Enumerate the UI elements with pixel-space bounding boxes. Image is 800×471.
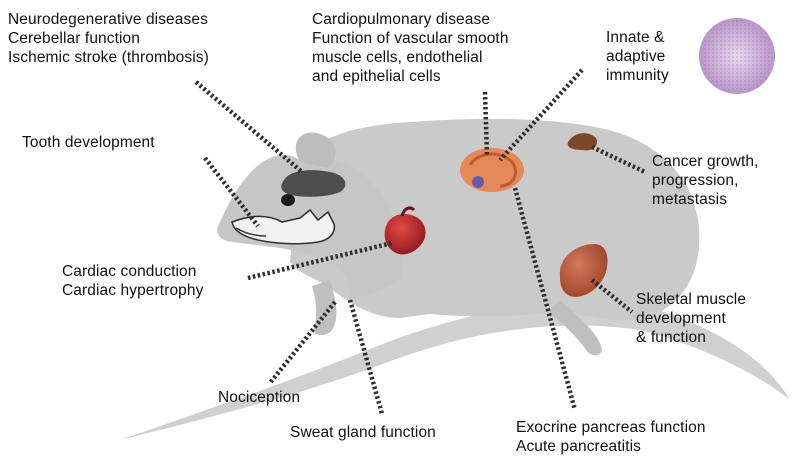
label-tooth: Tooth development — [22, 133, 155, 152]
leader-immunity — [498, 68, 584, 162]
leader-nociception — [268, 300, 337, 385]
label-line: Nociception — [218, 389, 301, 406]
label-line: Innate & — [606, 29, 665, 46]
label-line: metastasis — [652, 191, 728, 208]
label-sweat-gland: Sweat gland function — [290, 423, 436, 442]
label-line: Cardiac conduction — [62, 263, 197, 280]
label-line: progression, — [652, 172, 739, 189]
label-line: Cardiac hypertrophy — [62, 282, 204, 299]
label-line: Tooth development — [22, 134, 155, 151]
intestine-detail — [472, 176, 484, 188]
label-skeletal: Skeletal muscle development & function — [636, 290, 746, 347]
label-line: Skeletal muscle — [636, 291, 747, 308]
mouse-eye — [281, 194, 295, 206]
label-line: Cerebellar function — [8, 30, 140, 47]
heart-organ — [384, 214, 426, 255]
label-cardiac: Cardiac conduction Cardiac hypertrophy — [62, 262, 203, 300]
heart-vessel — [400, 206, 416, 217]
label-line: Function of vascular smooth — [312, 30, 509, 47]
label-neurodegenerative: Neurodegenerative diseases Cerebellar fu… — [8, 10, 209, 67]
label-line: & function — [636, 329, 706, 346]
mouse-ear — [295, 132, 336, 168]
label-nociception: Nociception — [218, 388, 300, 407]
leader-cardiopulmonary — [482, 91, 490, 157]
teeth — [235, 227, 267, 237]
leader-neuro — [194, 80, 304, 174]
tumor-organ — [567, 133, 598, 151]
label-line: and epithelial cells — [312, 68, 441, 85]
label-line: development — [636, 310, 726, 327]
leader-tooth — [203, 156, 260, 228]
label-cardiopulmonary: Cardiopulmonary disease Function of vasc… — [312, 10, 509, 86]
label-line: Neurodegenerative diseases — [8, 11, 208, 28]
label-line: Exocrine pancreas function — [516, 419, 706, 436]
label-line: immunity — [606, 67, 669, 84]
leader-pancreas — [512, 187, 578, 411]
label-line: Cancer growth, — [652, 153, 759, 170]
leader-lines — [194, 68, 646, 415]
label-line: Sweat gland function — [290, 424, 436, 441]
label-cancer: Cancer growth, progression, metastasis — [652, 152, 759, 209]
label-pancreas: Exocrine pancreas function Acute pancrea… — [516, 418, 706, 456]
label-line: Cardiopulmonary disease — [312, 11, 491, 28]
mouse-hind-leg — [548, 300, 602, 356]
label-line: Acute pancreatitis — [516, 438, 642, 455]
label-line: muscle cells, endothelial — [312, 49, 483, 66]
mouse-tail — [120, 299, 790, 440]
brain-organ — [281, 170, 346, 197]
label-line: adaptive — [606, 48, 666, 65]
label-immunity: Innate & adaptive immunity — [606, 28, 669, 85]
intestine-loop — [468, 152, 517, 188]
label-line: Ischemic stroke (thrombosis) — [8, 49, 209, 66]
leader-skeletal — [590, 278, 634, 314]
